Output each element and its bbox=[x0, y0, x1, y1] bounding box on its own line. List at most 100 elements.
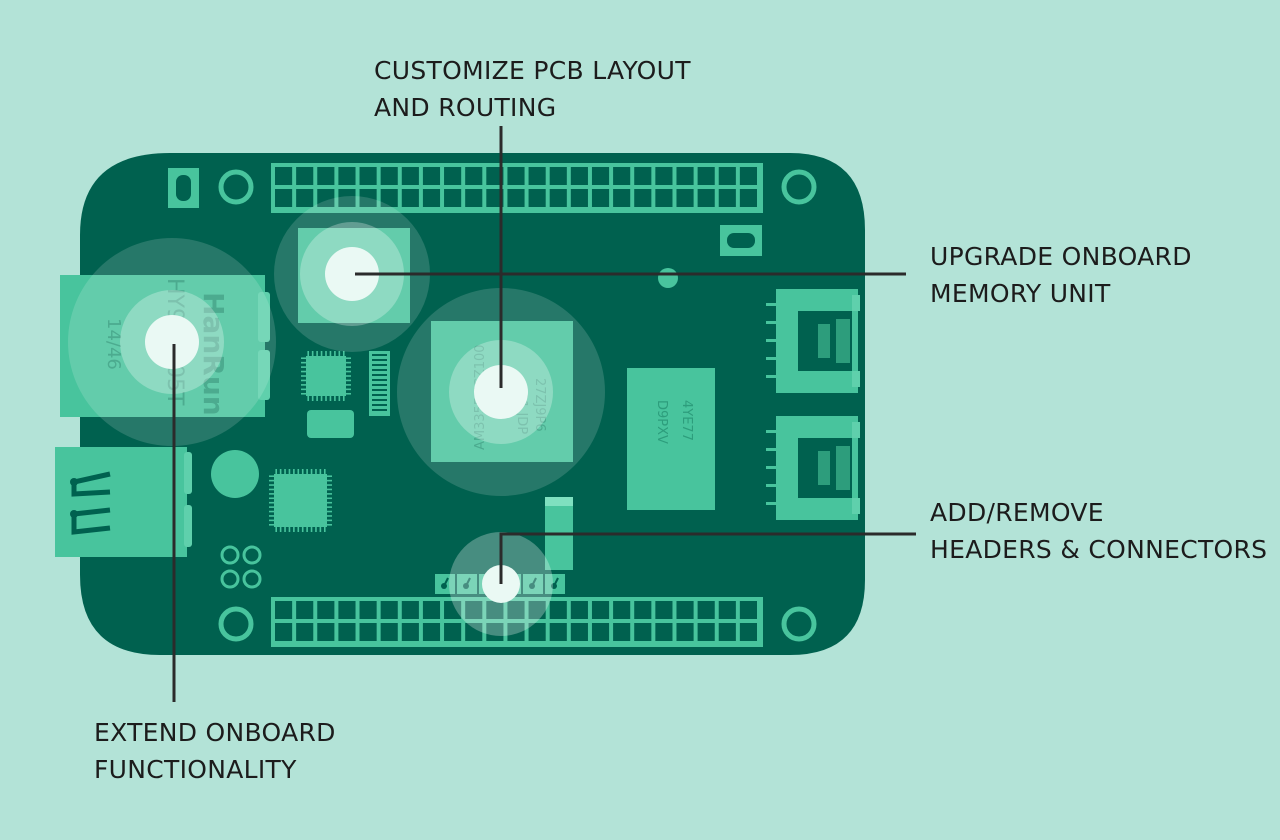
ethernet-brand-text: HanRun bbox=[197, 292, 230, 416]
header-pin-hole bbox=[697, 167, 715, 185]
resistor-line bbox=[372, 354, 387, 356]
header-pin-hole bbox=[634, 189, 652, 207]
highlight-ethernet bbox=[68, 238, 276, 446]
header-pin-hole bbox=[359, 189, 377, 207]
resistor-line bbox=[372, 404, 387, 406]
header-pin-hole bbox=[486, 189, 504, 207]
connector-latch bbox=[836, 319, 850, 363]
header-pin-hole bbox=[401, 601, 419, 619]
chip-body bbox=[274, 474, 327, 527]
usb-prong-icon bbox=[71, 471, 111, 497]
mounting-hole-icon bbox=[218, 169, 254, 205]
header-pin-hole bbox=[613, 601, 631, 619]
header-pin-hole bbox=[275, 189, 293, 207]
resistor-line bbox=[372, 409, 387, 411]
resistor-line bbox=[372, 384, 387, 386]
header-pin-hole bbox=[380, 167, 398, 185]
resistor-array bbox=[369, 351, 390, 416]
header-pin-hole bbox=[655, 623, 673, 641]
header-pin-hole bbox=[570, 623, 588, 641]
connector-tab bbox=[852, 295, 860, 311]
bottom-pin-header bbox=[271, 597, 763, 647]
slot-pad-inner bbox=[727, 233, 755, 248]
header-pin-hole bbox=[676, 623, 694, 641]
slot-pad-inner bbox=[176, 175, 191, 201]
header-pin-hole bbox=[528, 623, 546, 641]
header-pin-hole bbox=[275, 601, 293, 619]
chip-body bbox=[306, 356, 346, 396]
usb-dot bbox=[70, 478, 78, 486]
header-pin-hole bbox=[739, 167, 757, 185]
highlight-memory bbox=[274, 196, 430, 352]
header-pin-hole bbox=[591, 601, 610, 619]
resistor-line bbox=[372, 364, 387, 366]
header-pin-hole bbox=[296, 167, 314, 185]
top-pin-header bbox=[271, 163, 763, 213]
resistor-line bbox=[372, 399, 387, 401]
highlight-processor bbox=[397, 288, 605, 496]
header-pin-hole bbox=[359, 167, 377, 185]
header-pin-hole bbox=[401, 623, 419, 641]
callout-add-remove-headers: ADD/REMOVE HEADERS & CONNECTORS bbox=[930, 494, 1267, 568]
header-pin-hole bbox=[465, 623, 483, 641]
connector-pin-block bbox=[818, 324, 830, 358]
small-header-mark bbox=[553, 577, 559, 587]
callout-line-text: AND ROUTING bbox=[374, 93, 557, 122]
via-dot bbox=[658, 268, 678, 288]
header-pin-hole bbox=[570, 601, 588, 619]
header-pin-hole bbox=[507, 189, 525, 207]
header-pin-hole bbox=[655, 601, 673, 619]
header-pin-hole bbox=[697, 623, 715, 641]
callout-line-text: MEMORY UNIT bbox=[930, 279, 1111, 308]
header-pin-hole bbox=[634, 601, 652, 619]
header-pin-hole bbox=[676, 601, 694, 619]
header-pin-hole bbox=[380, 623, 398, 641]
mounting-hole-icon bbox=[781, 606, 817, 642]
capacitor-cap bbox=[545, 497, 573, 506]
resistor-line bbox=[372, 394, 387, 396]
header-pin-hole bbox=[591, 189, 610, 207]
jst-connector bbox=[766, 416, 860, 520]
header-pin-hole bbox=[718, 601, 736, 619]
header-pin-hole bbox=[444, 167, 462, 185]
header-pin-hole bbox=[317, 189, 335, 207]
header-pin-hole bbox=[296, 601, 314, 619]
header-pin-hole bbox=[338, 189, 356, 207]
header-pin-hole bbox=[359, 601, 377, 619]
header-pin-hole bbox=[444, 189, 462, 207]
ring-pad bbox=[220, 569, 240, 589]
header-pin-hole bbox=[549, 601, 567, 619]
callout-customize-pcb: CUSTOMIZE PCB LAYOUT AND ROUTING bbox=[374, 52, 691, 126]
ddr-memory-chip bbox=[627, 368, 715, 510]
memory-text-1: 4YE77 bbox=[679, 400, 694, 441]
resistor-line bbox=[372, 369, 387, 371]
ring-pad bbox=[220, 545, 240, 565]
header-pin-hole bbox=[422, 189, 441, 207]
header-pin-hole bbox=[275, 623, 293, 641]
header-pin-hole bbox=[507, 623, 525, 641]
resistor-line bbox=[372, 389, 387, 391]
header-pin-hole bbox=[507, 167, 525, 185]
small-header-mark bbox=[443, 577, 449, 587]
memory-text-2: D9PXV bbox=[654, 400, 669, 444]
usb-prong-icon bbox=[71, 507, 111, 535]
header-pin-hole bbox=[275, 167, 293, 185]
header-pin-hole bbox=[655, 167, 673, 185]
header-pin-hole bbox=[739, 189, 757, 207]
header-pin-hole bbox=[507, 601, 525, 619]
header-pin-hole bbox=[528, 601, 546, 619]
header-pin-hole bbox=[380, 189, 398, 207]
usb-icon bbox=[55, 447, 187, 557]
ring-pad bbox=[242, 569, 262, 589]
mounting-hole-icon bbox=[218, 606, 254, 642]
round-button bbox=[211, 450, 259, 498]
header-pin-hole bbox=[676, 189, 694, 207]
header-pin-hole bbox=[422, 623, 441, 641]
header-pin-hole bbox=[296, 623, 314, 641]
ethernet-code-text: 14/46 bbox=[103, 318, 124, 370]
usb-tab bbox=[184, 505, 192, 547]
ethernet-jack-tab bbox=[258, 350, 270, 400]
header-pin-hole bbox=[359, 623, 377, 641]
small-qfn-chip bbox=[301, 351, 351, 401]
